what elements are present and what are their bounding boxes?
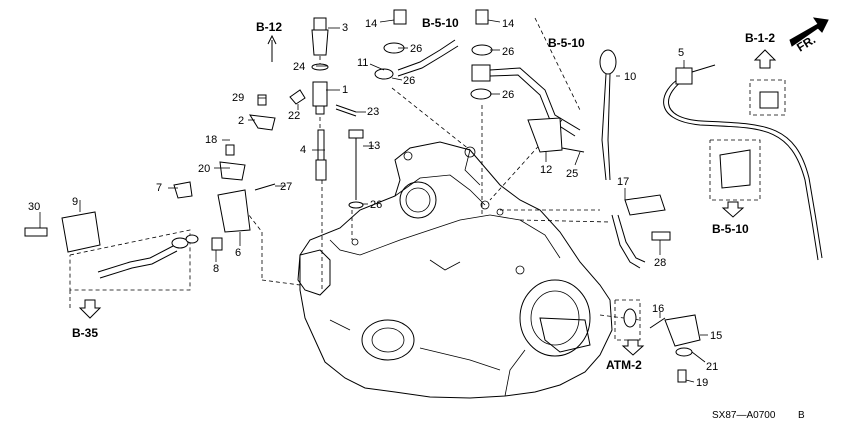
part-label-26c: 26 — [370, 199, 382, 211]
part-label-8: 8 — [213, 263, 219, 275]
shift-lever-bracket — [611, 194, 671, 269]
cooler-lines — [374, 9, 585, 153]
part-label-13: 13 — [368, 140, 380, 152]
dipstick — [599, 49, 617, 181]
ref-b-5-10-right: B-5-10 — [548, 36, 585, 50]
ref-b-35: B-35 — [72, 326, 98, 340]
part-label-18: 18 — [205, 134, 217, 146]
part-label-20: 20 — [198, 163, 210, 175]
ref-atm-2: ATM-2 — [606, 358, 642, 372]
part-label-9: 9 — [72, 196, 78, 208]
part-label-17: 17 — [617, 176, 629, 188]
part-label-3: 3 — [342, 22, 348, 34]
part-label-26e: 26 — [502, 89, 514, 101]
part-label-6: 6 — [235, 247, 241, 259]
part-label-10: 10 — [624, 71, 636, 83]
reference-arrows — [78, 17, 829, 356]
ref-b-5-10-top: B-5-10 — [422, 16, 459, 30]
leader-lines — [39, 19, 708, 383]
shift-cable-right — [663, 64, 823, 261]
guide-lines — [69, 17, 786, 341]
part-label-14b: 14 — [502, 18, 514, 30]
ref-b-12: B-12 — [256, 20, 282, 34]
part-label-14a: 14 — [365, 18, 377, 30]
part-label-19: 19 — [696, 377, 708, 389]
part-label-11: 11 — [357, 57, 368, 69]
part-label-5: 5 — [678, 47, 684, 59]
part-label-16: 16 — [652, 303, 664, 315]
sensor-assembly — [173, 17, 364, 251]
part-label-2: 2 — [238, 115, 244, 127]
part-label-22: 22 — [288, 110, 300, 122]
part-label-27: 27 — [280, 181, 292, 193]
transmission-case — [297, 141, 613, 399]
control-cable-left — [24, 211, 199, 279]
part-label-7: 7 — [156, 182, 162, 194]
part-label-26a: 26 — [410, 43, 422, 55]
part-label-29: 29 — [232, 92, 244, 104]
part-label-25: 25 — [566, 168, 578, 180]
drawing-revision: B — [798, 410, 805, 421]
ref-b-1-2: B-1-2 — [745, 31, 775, 45]
part-label-1: 1 — [342, 84, 348, 96]
drawing-code: SX87—A0700 — [712, 410, 776, 421]
part-label-23: 23 — [367, 106, 379, 118]
part-label-4: 4 — [300, 144, 306, 156]
part-label-15: 15 — [710, 330, 722, 342]
part-label-24: 24 — [293, 61, 305, 73]
part-label-21: 21 — [706, 361, 718, 373]
part-label-26b: 26 — [403, 75, 415, 87]
part-label-12: 12 — [540, 164, 552, 176]
part-label-28: 28 — [654, 257, 666, 269]
part-label-26d: 26 — [502, 46, 514, 58]
part-label-30: 30 — [28, 201, 40, 213]
ref-b-5-10-lower: B-5-10 — [712, 222, 749, 236]
control-shaft — [623, 308, 701, 383]
